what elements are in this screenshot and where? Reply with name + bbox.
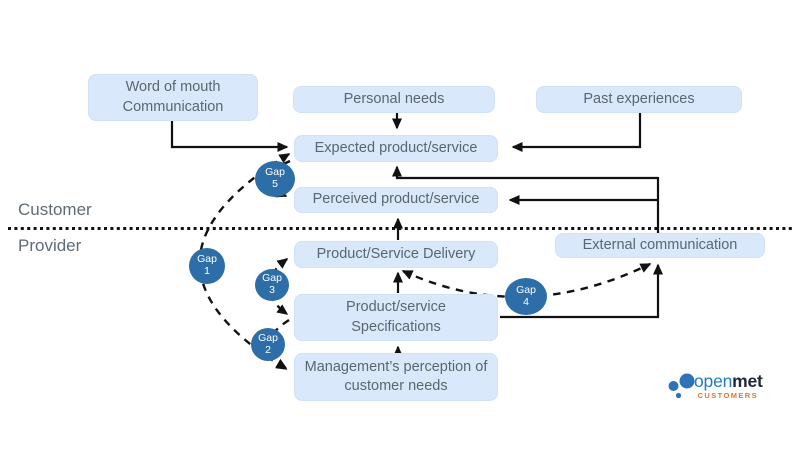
openmet-logo-icon bbox=[668, 373, 695, 399]
box-personal-needs: Personal needs bbox=[293, 86, 495, 113]
gap-1-bubble: Gap 1 bbox=[189, 248, 225, 284]
gap-2-bubble: Gap 2 bbox=[251, 328, 285, 361]
gap-1-number: 1 bbox=[204, 265, 210, 277]
gap4-arc-delivery-external bbox=[401, 262, 652, 299]
gap-4-label: Gap bbox=[516, 283, 536, 296]
gap-5-bubble: Gap 5 bbox=[255, 161, 295, 197]
gap-3-number: 3 bbox=[269, 284, 275, 296]
arrow-specifications-to-external bbox=[500, 263, 663, 319]
gap-3-bubble: Gap 3 bbox=[255, 269, 289, 301]
gap-5-label: Gap bbox=[265, 166, 285, 179]
customer-zone-label: Customer bbox=[18, 200, 92, 219]
gap-2-label: Gap bbox=[258, 331, 278, 344]
box-expected-product-service: Expected product/service bbox=[294, 135, 498, 162]
logo-tagline: CUSTOMERS bbox=[697, 391, 758, 400]
provider-zone-label: Provider bbox=[18, 236, 82, 255]
gap-5-number: 5 bbox=[272, 178, 278, 190]
gap-4-number: 4 bbox=[523, 295, 529, 308]
gap-4-bubble: Gap 4 bbox=[505, 278, 547, 315]
arrow-word-of-mouth-to-expected bbox=[170, 121, 289, 152]
box-external-communication: External communication bbox=[555, 233, 765, 258]
logo-open-text: open bbox=[694, 371, 733, 391]
box-management-perception: Management’s perception of customer need… bbox=[294, 353, 498, 401]
box-word-of-mouth: Word of mouth Communication bbox=[88, 74, 258, 121]
box-past-experiences: Past experiences bbox=[536, 86, 742, 113]
box-perceived-product-service: Perceived product/service bbox=[294, 187, 498, 213]
gap-1-label: Gap bbox=[197, 253, 217, 266]
gap-3-label: Gap bbox=[262, 272, 282, 285]
box-product-service-delivery: Product/Service Delivery bbox=[294, 241, 498, 268]
logo-met-text: met bbox=[732, 371, 763, 391]
arrow-past-experiences-to-expected bbox=[511, 113, 642, 152]
arrow-external-to-expected bbox=[392, 165, 660, 233]
gap-2-number: 2 bbox=[265, 343, 271, 356]
openmet-logo-wordmark: openmet bbox=[694, 371, 763, 392]
box-product-service-specifications: Product/service Specifications bbox=[294, 294, 498, 341]
